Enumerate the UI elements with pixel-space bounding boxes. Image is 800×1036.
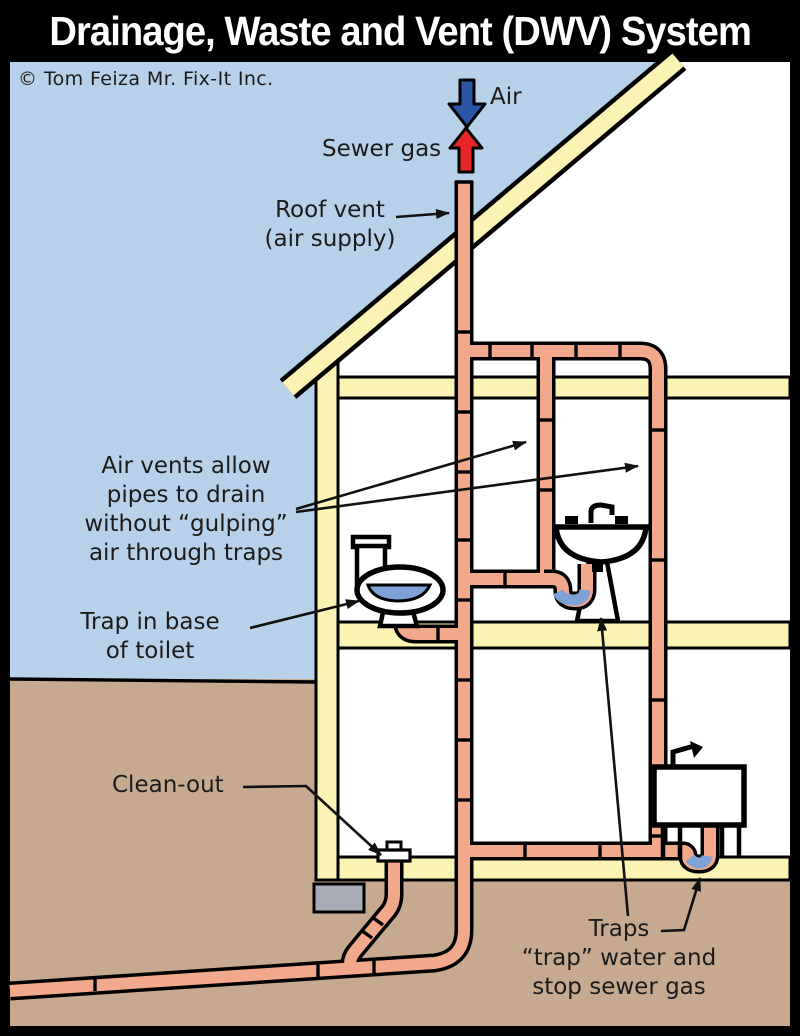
page-title: Drainage, Waste and Vent (DWV) System: [49, 7, 751, 54]
ground-line: [9, 677, 317, 684]
sink-trap-water: [553, 589, 591, 606]
laundry-trap-water: [685, 854, 713, 869]
pipe-network: [9, 181, 720, 1001]
traps-leader-to-laundry: [660, 877, 702, 933]
sewer-gas-label: Sewer gas: [322, 136, 442, 162]
tub-faucet-spout: [690, 741, 703, 758]
toilet-bowl-water: [365, 583, 433, 603]
toilet-trap-label: Trap in base of toilet: [80, 609, 220, 664]
clean-out-cap-flange: [376, 848, 412, 863]
clean-out-label: Clean-out: [112, 772, 224, 798]
air-down-arrow: [447, 78, 487, 129]
air-vent-leader-1: [295, 440, 527, 511]
roof-band: [282, 53, 684, 396]
toilet: [350, 534, 446, 629]
sink-right-handle: [615, 516, 628, 524]
sink-left-handle: [565, 516, 578, 524]
title-bar: Drainage, Waste and Vent (DWV) System: [0, 0, 800, 62]
roof-vent-label: Roof vent (air supply): [264, 197, 396, 252]
clean-out-leader: [242, 784, 382, 856]
credit-line: © Tom Feiza Mr. Fix-It Inc.: [18, 68, 274, 90]
toilet-trap-leader: [249, 599, 360, 630]
main-stack-and-sewer-pipe: [9, 181, 470, 997]
sewer-gas-up-arrow: [448, 126, 484, 174]
laundry-tub: [651, 741, 747, 858]
clean-out-pipe: [344, 858, 400, 965]
left-wall: [314, 361, 340, 882]
air-label: Air: [490, 84, 522, 110]
air-vents-label: Air vents allow pipes to drain without “…: [84, 453, 288, 566]
tub-faucet: [670, 743, 695, 766]
footing-block: [312, 882, 366, 914]
leader-lines: [242, 208, 702, 933]
sink-bowl: [552, 524, 650, 565]
air-vent-leader-2: [295, 462, 639, 514]
tub-basin: [651, 764, 747, 828]
traps-label: Traps “trap” water and stop sewer gas: [521, 916, 717, 1000]
pedestal-sink: [542, 502, 650, 624]
sink-faucet: [588, 502, 615, 523]
roof-vent-leader: [395, 208, 450, 219]
attic-vent-and-right-vent-pipe: [464, 345, 664, 853]
traps-leader-to-sink: [597, 617, 630, 917]
roof: [279, 50, 687, 399]
